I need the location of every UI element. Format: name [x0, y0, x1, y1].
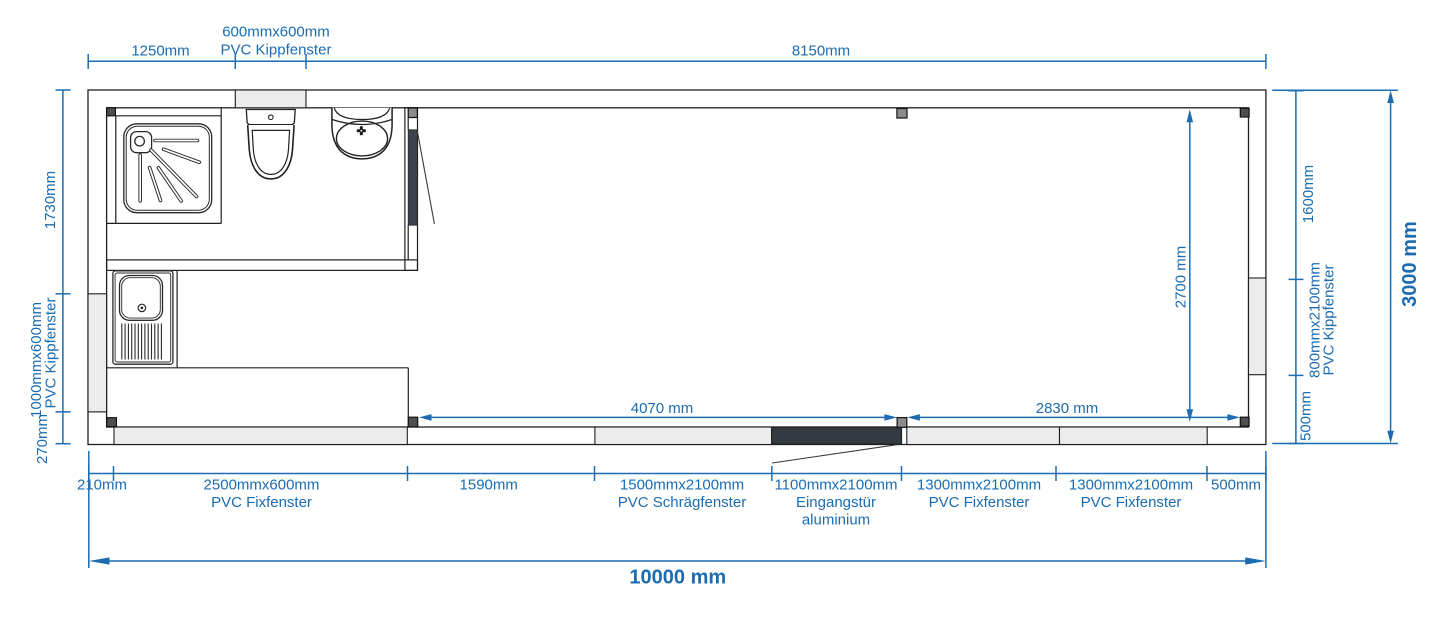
svg-text:4070 mm: 4070 mm: [631, 400, 694, 417]
svg-text:PVC Schrägfenster: PVC Schrägfenster: [618, 494, 746, 511]
svg-text:800mmx2100mm: 800mmx2100mm: [1307, 262, 1324, 378]
svg-text:3000 mm: 3000 mm: [1399, 221, 1421, 307]
svg-text:8150mm: 8150mm: [792, 43, 850, 60]
svg-text:Eingangstür: Eingangstür: [796, 494, 876, 511]
svg-text:PVC Fixfenster: PVC Fixfenster: [211, 494, 312, 511]
svg-text:270mm: 270mm: [34, 414, 51, 464]
svg-text:1500mmx2100mm: 1500mmx2100mm: [620, 477, 744, 494]
svg-text:1100mmx2100mm: 1100mmx2100mm: [774, 477, 897, 494]
svg-text:1300mmx2100mm: 1300mmx2100mm: [917, 477, 1041, 494]
svg-text:1590mm: 1590mm: [460, 477, 518, 494]
svg-text:PVC Kippfenster: PVC Kippfenster: [1321, 265, 1338, 376]
svg-text:PVC Kippfenster: PVC Kippfenster: [221, 42, 332, 59]
svg-text:2500mmx600mm: 2500mmx600mm: [204, 477, 320, 494]
svg-text:2830 mm: 2830 mm: [1036, 400, 1099, 417]
svg-text:1300mmx2100mm: 1300mmx2100mm: [1069, 477, 1193, 494]
svg-text:2700 mm: 2700 mm: [1173, 246, 1190, 309]
svg-text:500mm: 500mm: [1298, 391, 1315, 441]
svg-text:600mmx600mm: 600mmx600mm: [222, 24, 330, 41]
svg-text:1250mm: 1250mm: [131, 43, 189, 60]
svg-text:aluminium: aluminium: [802, 512, 870, 529]
svg-text:210mm: 210mm: [77, 477, 127, 494]
svg-text:1000mmx600mm: 1000mmx600mm: [28, 302, 45, 418]
svg-text:1730mm: 1730mm: [42, 171, 59, 229]
svg-text:PVC Kippfenster: PVC Kippfenster: [43, 298, 60, 409]
svg-text:1600mm: 1600mm: [1300, 165, 1317, 223]
svg-text:10000 mm: 10000 mm: [629, 567, 726, 589]
svg-text:PVC Fixfenster: PVC Fixfenster: [1081, 494, 1182, 511]
svg-text:PVC Fixfenster: PVC Fixfenster: [929, 494, 1030, 511]
svg-text:500mm: 500mm: [1211, 477, 1261, 494]
